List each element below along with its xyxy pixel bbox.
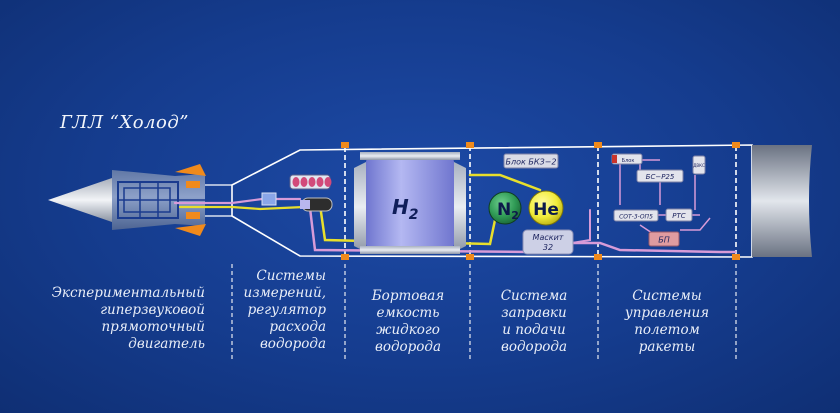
- flight-control-system: Блок ДВКС БС−Р25 СОТ-3-ОП5 РТС БП: [611, 153, 711, 247]
- caption-tank: Бортовая емкость жидкого водорода: [371, 288, 445, 355]
- unit-bs-label: БС−Р25: [646, 173, 675, 181]
- measurement-block: [261, 174, 333, 212]
- unit-rts-label: РТС: [672, 212, 685, 220]
- rocket-tail: [752, 145, 812, 257]
- caption-control: Системы управления полетом ракеты: [624, 288, 710, 355]
- hydrogen-tank: H2: [354, 152, 466, 254]
- control-unit-small-right: ДВКС: [693, 163, 705, 168]
- caption-fuel: Система заправки и подачи водорода: [500, 288, 568, 355]
- caption-separators: [231, 264, 737, 360]
- fuel-system: Блок БКЗ−2 N2 He Маскит 32: [488, 153, 574, 255]
- he-label: He: [533, 200, 559, 220]
- scramjet-engine: [48, 164, 206, 236]
- unit-bp-label: БП: [658, 236, 670, 245]
- tank-label: H2: [392, 195, 419, 223]
- diagram-title: ГЛЛ “Холод”: [60, 112, 189, 133]
- unit-sot-label: СОТ-3-ОП5: [619, 214, 653, 221]
- control-unit-small-left: Блок: [622, 158, 635, 164]
- caption-engine: Экспериментальный гиперзвуковой прямоточ…: [51, 285, 205, 352]
- maskit-label-1: Маскит: [533, 233, 564, 242]
- maskit-label-2: 32: [543, 243, 553, 252]
- block-bkz-label: Блок БКЗ−2: [506, 158, 557, 167]
- caption-measure: Системы измерений, регулятор расхода вод…: [243, 268, 326, 352]
- n2-label: N2: [497, 200, 519, 222]
